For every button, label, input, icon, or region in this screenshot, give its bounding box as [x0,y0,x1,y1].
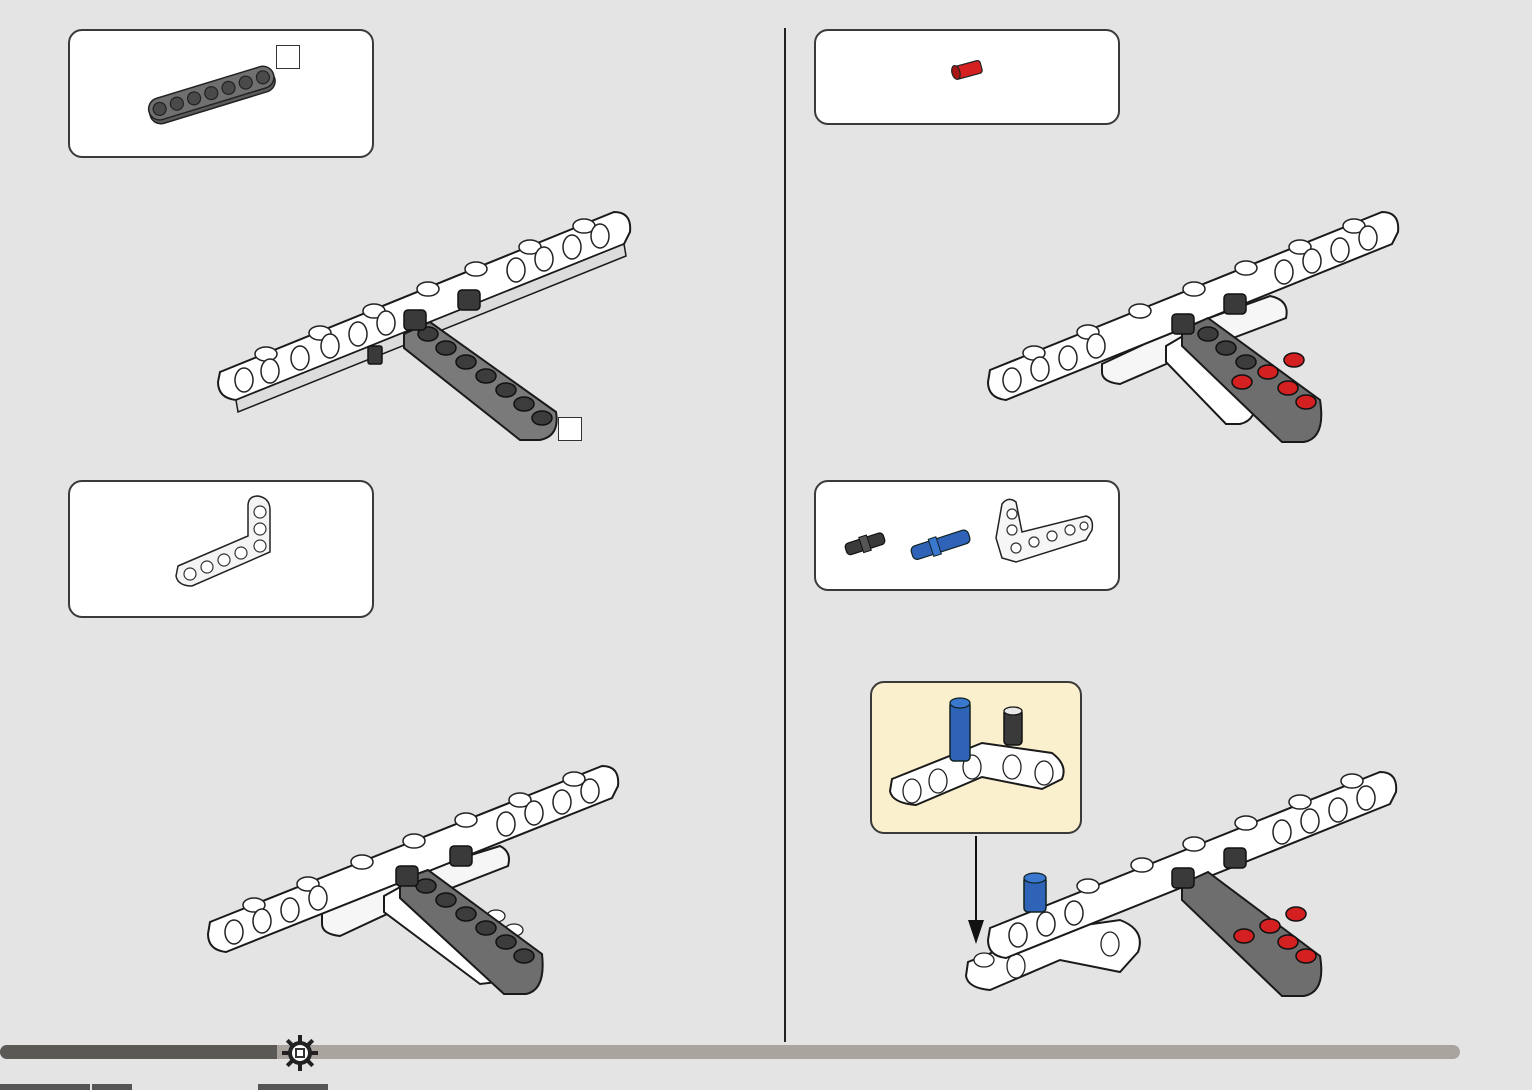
progress-bar-fill [0,1045,277,1059]
footer-strip-mid [92,1084,132,1090]
progress-bar [0,1045,1460,1059]
white-beam-15-right-2 [988,772,1396,958]
blue-axle-pin-installed [1024,873,1046,912]
callout-arrow [968,836,984,944]
gear-icon [280,1033,320,1073]
footer-strip-right [258,1084,328,1090]
footer-strip-left [0,1084,90,1090]
